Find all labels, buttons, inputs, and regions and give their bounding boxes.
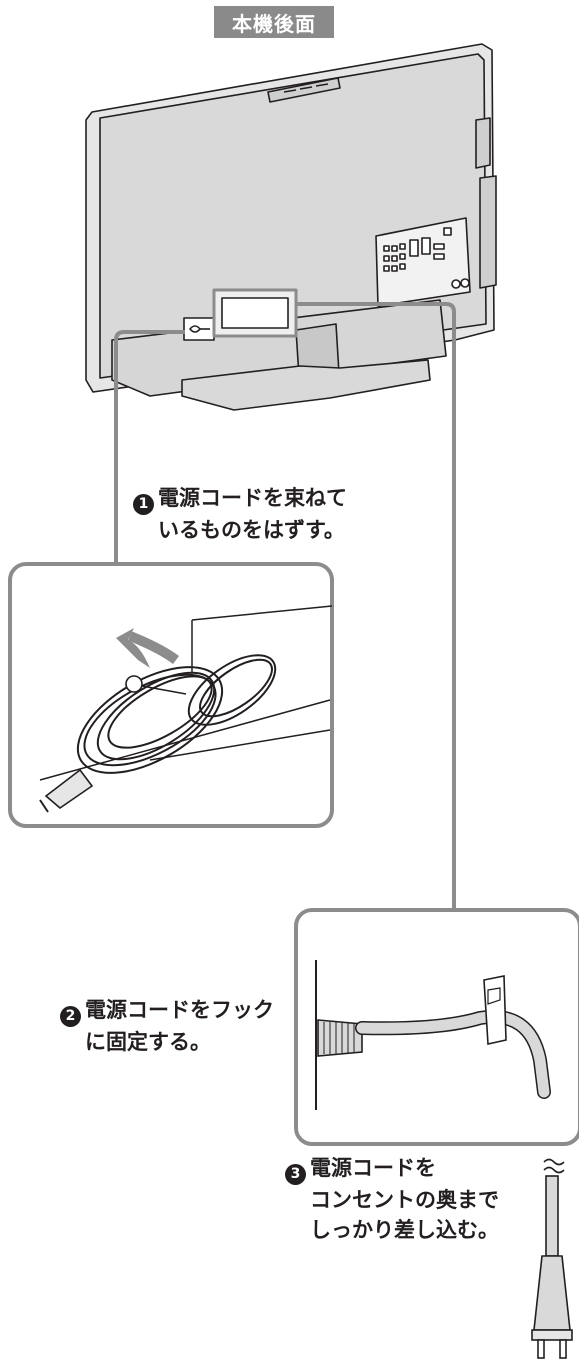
step-2-line-1: 電源コードをフック [85,998,274,1022]
step-1-line-2: いるものをはずす。 [158,517,345,542]
callout-lines [114,302,456,910]
step-3-line-3: しっかり差し込む。 [310,1217,499,1242]
tv-rear-illustration [85,43,497,411]
cord-bundle-illustration [8,562,334,828]
power-plug-illustration [531,1158,573,1359]
step-3-line-2: コンセントの奥まで [310,1187,499,1212]
step-number-badge: 2 [60,1005,81,1027]
header-label: 本機後面 [214,6,334,38]
step-2-line-2: に固定する。 [85,1029,211,1054]
step-3-line-1: 電源コードを [310,1156,436,1180]
step-number-badge: 1 [133,493,154,515]
step-number-badge: 3 [285,1163,306,1185]
step-1-line-1: 電源コードを束ねて [158,486,347,510]
hook-illustration [294,908,579,1146]
